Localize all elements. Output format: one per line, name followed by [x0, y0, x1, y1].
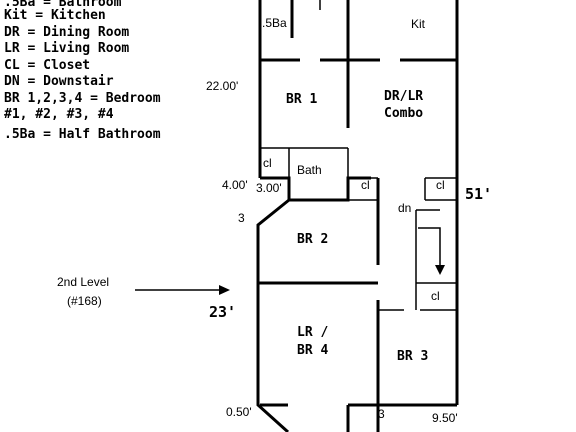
legend-line: BR 1,2,3,4 = Bedroom: [4, 91, 161, 106]
room-bath: Bath: [297, 163, 322, 177]
level-number: (#168): [67, 294, 102, 308]
room-half-bath: .5Ba: [262, 16, 287, 30]
dim-050: 0.50': [226, 405, 252, 419]
room-closet-mid: cl: [361, 178, 370, 192]
legend-line: Kit = Kitchen: [4, 8, 106, 23]
legend-line: .5Ba = Bathroom: [4, 0, 122, 10]
room-closet-bath: cl: [263, 156, 272, 170]
level-label: 2nd Level: [57, 275, 109, 289]
legend-line: .5Ba = Half Bathroom: [4, 127, 161, 142]
room-kitchen: Kit: [411, 17, 426, 31]
room-br4: BR 4: [297, 343, 328, 358]
legend-line: CL = Closet: [4, 58, 90, 73]
dim-3-c: 3: [378, 407, 385, 421]
legend: .5Ba = Bathroom Kit = Kitchen DR = Dinin…: [4, 0, 161, 142]
dim-51: 51': [465, 185, 492, 203]
legend-line: DR = Dining Room: [4, 25, 129, 40]
room-lr: LR /: [297, 325, 328, 340]
legend-line: LR = Living Room: [4, 41, 129, 56]
room-br1: BR 1: [286, 92, 317, 107]
legend-line: #1, #2, #3, #4: [4, 107, 114, 122]
room-closet-right: cl: [436, 178, 445, 192]
room-drlr: DR/LR: [384, 89, 423, 104]
level-arrow: [135, 285, 230, 295]
dim-3-b: 3: [238, 211, 245, 225]
outer-walls: [256, 0, 459, 432]
room-closet-low: cl: [431, 289, 440, 303]
room-drlr-combo: Combo: [384, 106, 423, 121]
interior-walls: [258, 0, 457, 405]
room-br3: BR 3: [397, 349, 428, 364]
room-br2: BR 2: [297, 232, 328, 247]
dim-950: 9.50': [432, 411, 458, 425]
dim-23: 23': [209, 303, 236, 321]
room-downstair: dn: [398, 201, 411, 215]
down-arrow-icon: [418, 227, 445, 275]
dim-22: 22.00': [206, 79, 238, 93]
dim-3-a: 3.00': [256, 181, 282, 195]
dim-4: 4.00': [222, 178, 248, 192]
legend-line: DN = Downstair: [4, 74, 114, 89]
